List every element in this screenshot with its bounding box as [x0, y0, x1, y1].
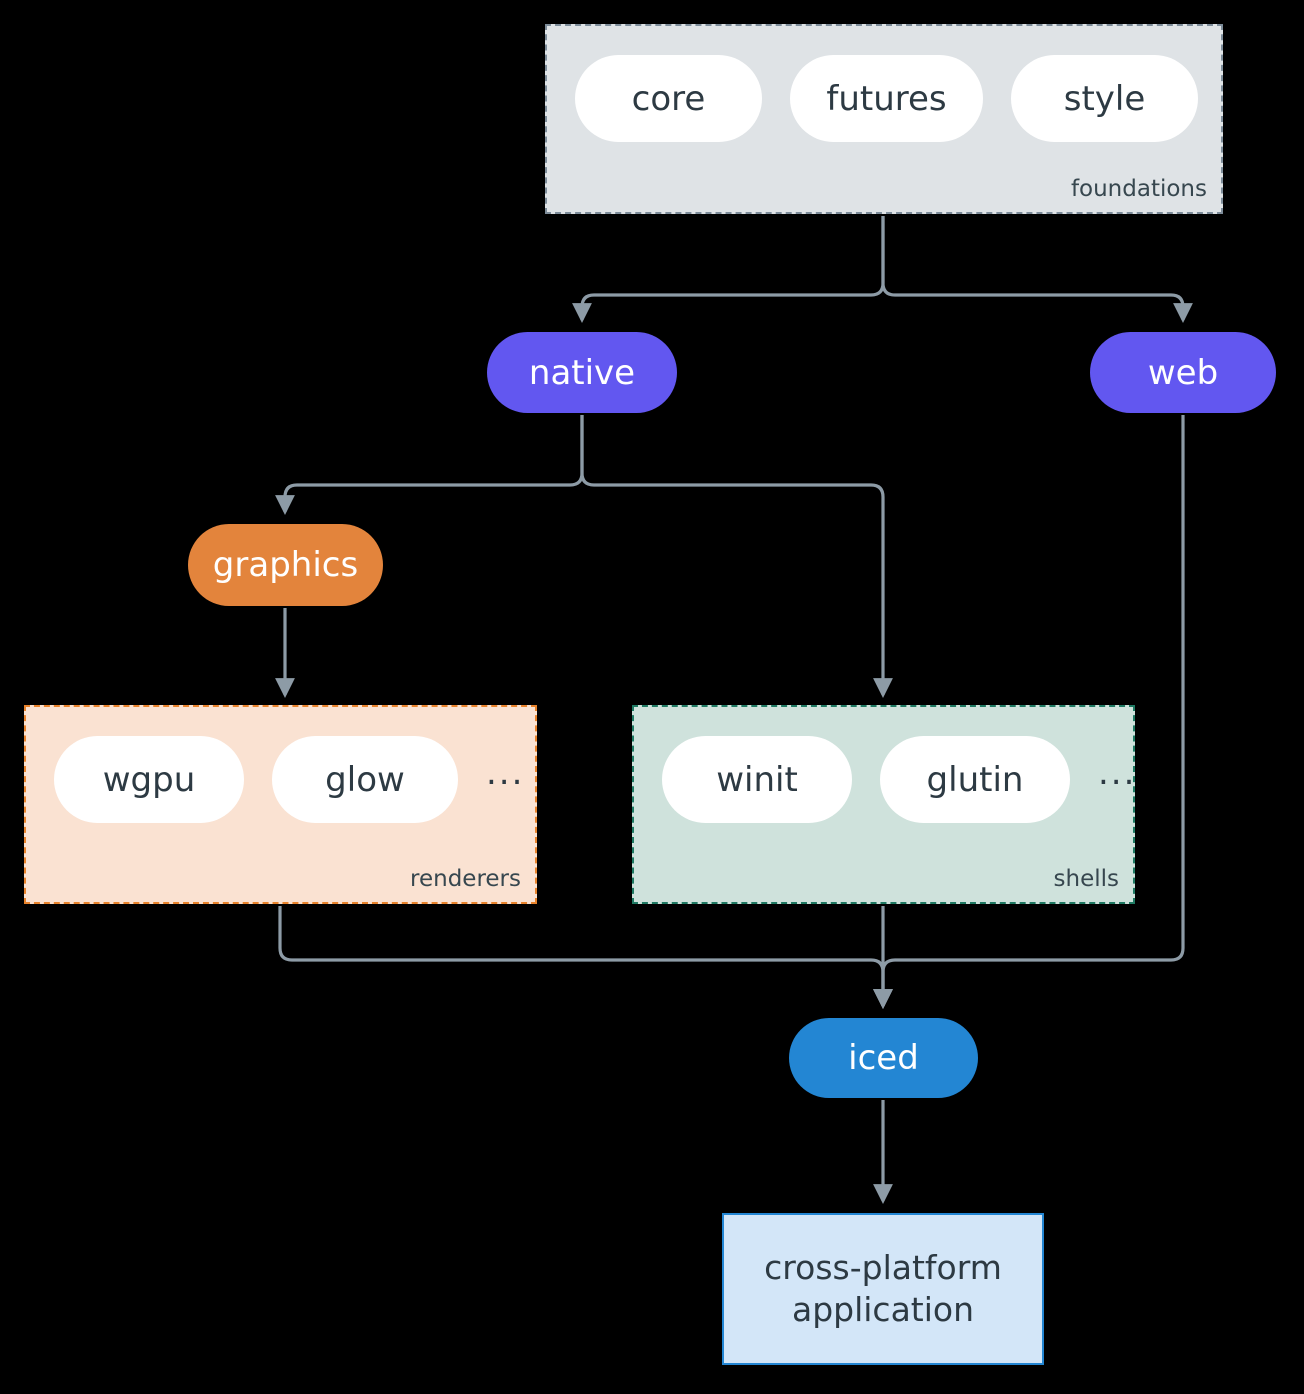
edge-renderers-iced — [278, 906, 893, 1009]
shells-ellipsis: ... — [1098, 752, 1137, 793]
chip-glutin[interactable]: glutin — [880, 736, 1070, 823]
renderers-ellipsis: ... — [486, 752, 525, 793]
chip-core[interactable]: core — [575, 55, 762, 142]
group-foundations: core futures style foundations — [545, 24, 1223, 214]
group-label-shells: shells — [1053, 866, 1119, 892]
edge-foundations-web — [881, 216, 1193, 323]
renderers-chip-row: wgpu glow ... — [54, 736, 524, 823]
application-line-2: application — [791, 1290, 975, 1329]
chip-winit[interactable]: winit — [662, 736, 852, 823]
group-shells: winit glutin ... shells — [632, 705, 1135, 904]
node-iced[interactable]: iced — [789, 1018, 978, 1098]
application-line-1: cross-platform — [764, 1247, 1002, 1287]
node-native[interactable]: native — [487, 332, 677, 413]
chip-style[interactable]: style — [1011, 55, 1198, 142]
foundations-chip-row: core futures style — [575, 55, 1198, 142]
group-label-renderers: renderers — [410, 866, 521, 892]
chip-glow[interactable]: glow — [272, 736, 458, 823]
chip-wgpu[interactable]: wgpu — [54, 736, 244, 823]
chip-futures[interactable]: futures — [790, 55, 983, 142]
edge-native-shells — [580, 415, 893, 698]
node-web[interactable]: web — [1090, 332, 1276, 413]
group-renderers: wgpu glow ... renderers — [24, 705, 537, 904]
shells-chip-row: winit glutin ... — [662, 736, 1136, 823]
node-application[interactable]: cross-platform application — [722, 1213, 1044, 1365]
edge-native-graphics — [275, 415, 584, 515]
node-graphics[interactable]: graphics — [188, 524, 383, 606]
edge-foundations-native — [572, 216, 885, 323]
group-label-foundations: foundations — [1070, 176, 1207, 202]
